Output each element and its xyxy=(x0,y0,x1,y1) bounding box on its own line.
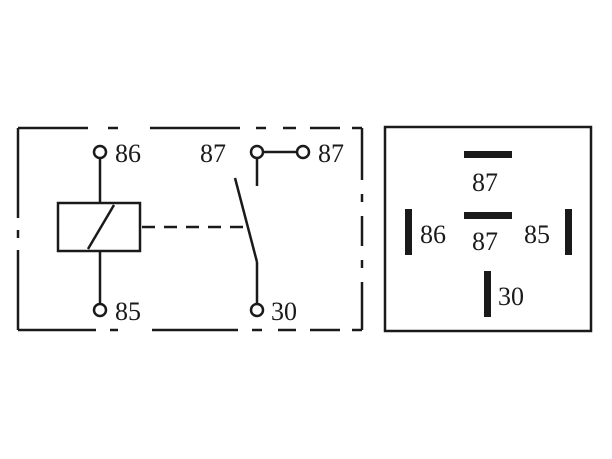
pin-30-bar xyxy=(484,271,491,317)
pin-86-bar xyxy=(405,209,412,255)
label-30: 30 xyxy=(271,297,297,326)
pin-86-label: 86 xyxy=(420,220,446,249)
pin-85-label: 85 xyxy=(524,220,550,249)
label-85: 85 xyxy=(115,297,141,326)
pin-87-center-bar xyxy=(464,212,512,219)
terminal-85-circle xyxy=(92,302,108,318)
label-87-no: 87 xyxy=(318,139,344,168)
pin-30-label: 30 xyxy=(498,282,524,311)
schematic: 86 85 87 87 30 xyxy=(16,126,364,332)
pinout: 87 86 87 85 30 xyxy=(383,125,593,333)
coil xyxy=(56,158,142,304)
pinout-border xyxy=(383,125,593,333)
pin-85-bar xyxy=(565,209,572,255)
schematic-border xyxy=(16,126,364,332)
label-87-nc: 87 xyxy=(200,139,226,168)
pin-87-center-label: 87 xyxy=(472,227,498,256)
terminal-86-circle xyxy=(92,144,108,160)
switch xyxy=(233,150,297,304)
terminal-30-circle xyxy=(249,302,265,318)
pin-87-top-label: 87 xyxy=(472,168,498,197)
terminal-87-nc-circle xyxy=(249,144,265,160)
pin-87-top-bar xyxy=(464,151,512,158)
terminal-87-no-circle xyxy=(295,144,311,160)
label-86: 86 xyxy=(115,139,141,168)
